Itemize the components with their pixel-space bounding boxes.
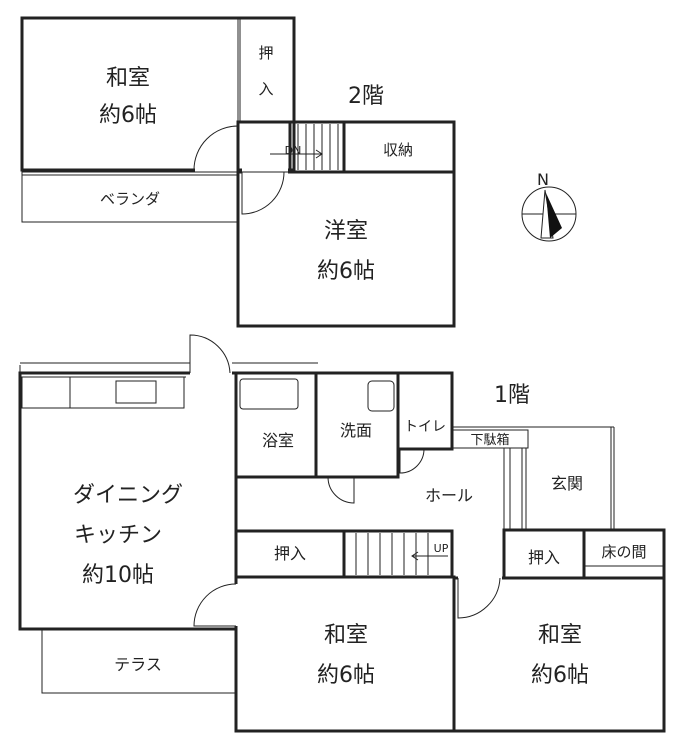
washitsu-left-name: 和室	[324, 623, 368, 648]
compass-north-label: N	[537, 170, 549, 189]
yoshitsu-walls	[236, 170, 456, 328]
oshiire-2f-bottom: 入	[258, 80, 273, 98]
door-swing-kitchen	[189, 334, 231, 374]
senmen-label: 洗面	[340, 421, 372, 440]
stairs-1f	[355, 533, 448, 575]
first-floor	[18, 334, 666, 733]
tokonoma-label: 床の間	[601, 543, 646, 561]
door-swing-toilet	[399, 448, 425, 474]
dk-line2: キッチン	[74, 523, 162, 548]
door-swing-washitsu-2f	[193, 125, 239, 171]
yokushitsu-label: 浴室	[262, 431, 294, 450]
door-swing-yoshitsu	[241, 171, 285, 215]
dk-size: 約10帖	[82, 563, 154, 588]
yoshitsu-size: 約6帖	[317, 259, 375, 284]
washitsu-right-walls	[452, 576, 666, 733]
floor-label-2f: 2階	[348, 84, 384, 109]
washitsu-2f-name: 和室	[106, 66, 150, 91]
getabako-label: 下駄箱	[470, 432, 509, 448]
floor-label-1f: 1階	[494, 383, 530, 408]
sink-icon	[115, 380, 157, 404]
yoshitsu-name: 洋室	[324, 219, 368, 244]
washitsu-left-size: 約6帖	[317, 663, 375, 688]
washitsu-right-size: 約6帖	[531, 663, 589, 688]
veranda-label: ベランダ	[100, 190, 160, 208]
kitchen-counter	[21, 376, 185, 409]
up-label: UP	[434, 542, 449, 555]
second-floor	[20, 16, 456, 328]
stair-block-2f	[236, 120, 456, 174]
stairs-2f	[270, 124, 339, 170]
oshiire-2f-top: 押	[258, 44, 273, 62]
dk-line1: ダイニング	[73, 483, 183, 508]
toilet-label: トイレ	[404, 419, 446, 435]
door-swing-washitsu-right	[457, 577, 501, 619]
washitsu-2f-walls	[20, 16, 296, 172]
door-swing-senmen	[327, 476, 355, 504]
hall-label: ホール	[425, 486, 473, 505]
oshiire-right-label: 押入	[528, 548, 560, 567]
washitsu-2f-size: 約6帖	[99, 103, 157, 128]
door-swing-washitsu-left	[193, 583, 237, 627]
terrace-outline	[41, 628, 237, 694]
bathtub-icon	[239, 378, 299, 410]
washitsu-right-name: 和室	[538, 623, 582, 648]
shuno-label: 収納	[383, 141, 413, 159]
toilet-walls	[396, 371, 454, 451]
genkan-label: 玄関	[551, 474, 583, 493]
terrace-label: テラス	[114, 655, 162, 674]
dn-label: DN	[285, 144, 302, 157]
getabako-outline	[451, 429, 529, 449]
oshiire-left-label: 押入	[274, 544, 306, 563]
washitsu-left-walls	[234, 575, 456, 733]
compass-icon: N	[521, 170, 577, 242]
